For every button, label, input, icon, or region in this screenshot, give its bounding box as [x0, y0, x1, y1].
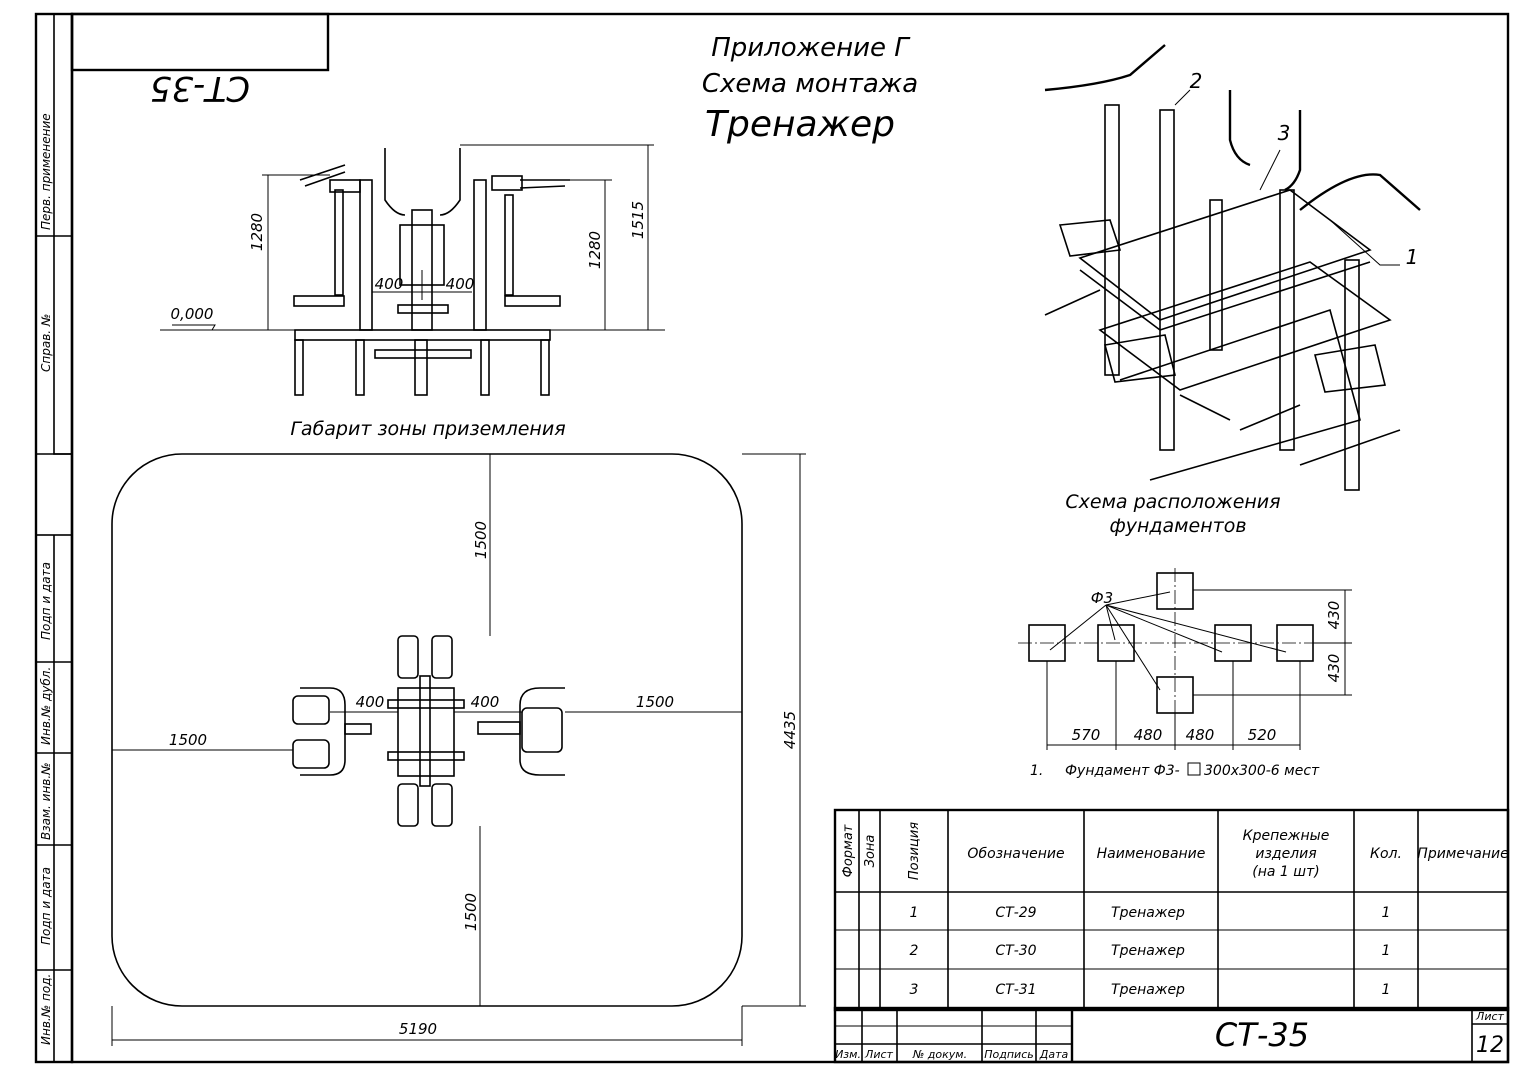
landing-dim-left: 1500	[169, 731, 207, 749]
table-row: 3 СТ-31 Тренажер 1	[910, 982, 1391, 998]
table-row: 2 СТ-30 Тренажер 1	[910, 943, 1391, 959]
foundation-note-b: 300х300-6 мест	[1204, 763, 1320, 779]
row-2-pos: 2	[910, 943, 919, 959]
elev-level-zero: 0,000	[171, 305, 214, 323]
sheet-frame	[34, 12, 1510, 1064]
stamp-col-doc: № докум.	[912, 1048, 967, 1061]
side-label-podp1: Подп и дата	[39, 562, 53, 640]
row-2-name: Тренажер	[1111, 943, 1185, 959]
table-row: 1 СТ-29 Тренажер 1	[910, 905, 1391, 921]
th-qty: Кол.	[1370, 846, 1402, 862]
th-zone: Зона	[863, 835, 878, 868]
stamp-col-date: Дата	[1039, 1048, 1069, 1061]
side-label-perv: Перв. применение	[39, 113, 53, 230]
row-1-pos: 1	[910, 905, 919, 921]
th-note: Примечание	[1417, 846, 1508, 862]
spec-table	[833, 808, 1510, 1012]
row-1-name: Тренажер	[1111, 905, 1185, 921]
stamp-col-sign: Подпись	[984, 1048, 1033, 1061]
iso-pos-1: 1	[1406, 245, 1419, 269]
foundation-dim-430a: 430	[1325, 601, 1343, 630]
th-fasteners-2: изделия	[1255, 846, 1316, 862]
landing-dim-400-left: 400	[356, 693, 385, 711]
iso-pos-3: 3	[1278, 121, 1291, 145]
side-label-podp2: Подп и дата	[39, 867, 53, 945]
foundation-dim-570: 570	[1072, 726, 1101, 744]
landing-dim-height: 4435	[781, 711, 799, 749]
foundation-block-3	[1156, 572, 1194, 610]
isometric-view	[1044, 44, 1421, 491]
elev-dim-1280-left: 1280	[248, 213, 266, 251]
row-3-designation: СТ-31	[995, 982, 1036, 998]
sheet-code-mirrored: СТ-35	[150, 68, 250, 108]
th-position: Позиция	[907, 822, 922, 880]
foundation-note-num: 1.	[1030, 763, 1043, 779]
row-1-designation: СТ-29	[995, 905, 1036, 921]
elev-dim-400-left: 400	[375, 275, 404, 293]
th-designation: Обозначение	[967, 846, 1064, 862]
title-stamp	[833, 1006, 1510, 1064]
side-label-vzam: Взам. инв.№	[39, 762, 53, 840]
side-label-sprav: Справ. №	[39, 314, 53, 372]
landing-dim-width: 5190	[399, 1020, 437, 1038]
foundation-dim-430b: 430	[1325, 654, 1343, 683]
foundation-dim-480a: 480	[1134, 726, 1163, 744]
foundation-title-2: фундаментов	[1109, 515, 1246, 537]
stamp-col-list: Лист	[864, 1048, 893, 1061]
iso-pos-2: 2	[1190, 69, 1203, 93]
foundation-dim-520: 520	[1248, 726, 1277, 744]
th-name: Наименование	[1097, 846, 1206, 862]
foundation-label: Ф3	[1091, 589, 1113, 607]
row-1-qty: 1	[1382, 905, 1391, 921]
row-3-pos: 3	[910, 982, 919, 998]
stamp-sheet-label: Лист	[1475, 1010, 1504, 1023]
row-3-qty: 1	[1382, 982, 1391, 998]
landing-dim-top: 1500	[472, 521, 490, 559]
foundation-note-a: Фундамент Ф3-	[1065, 763, 1180, 779]
th-fasteners-1: Крепежные	[1243, 828, 1330, 844]
foundation-title-1: Схема расположения	[1065, 491, 1280, 513]
equipment-title: Тренажер	[705, 104, 895, 145]
side-labels: Перв. применение Справ. № Подп и дата Ин…	[39, 113, 53, 1045]
appendix-title: Приложение Г	[711, 33, 911, 63]
row-2-designation: СТ-30	[995, 943, 1036, 959]
th-fasteners-3: (на 1 шт)	[1252, 864, 1319, 880]
row-3-name: Тренажер	[1111, 982, 1185, 998]
elev-dim-400-right: 400	[446, 275, 475, 293]
row-2-qty: 1	[1382, 943, 1391, 959]
landing-dim-right: 1500	[636, 693, 674, 711]
foundation-layout	[1018, 568, 1352, 776]
side-label-inv-dubl: Инв.№ дубл.	[39, 667, 53, 745]
stamp-code: СТ-35	[1215, 1016, 1309, 1054]
landing-zone	[111, 453, 806, 1046]
side-label-inv-pod: Инв.№ под.	[39, 974, 53, 1045]
elev-dim-1515: 1515	[629, 201, 647, 239]
landing-dim-400-right: 400	[471, 693, 500, 711]
th-format: Формат	[841, 824, 856, 877]
landing-zone-title: Габарит зоны приземления	[290, 418, 565, 440]
foundation-dim-480b: 480	[1186, 726, 1215, 744]
stamp-sheet-number: 12	[1476, 1033, 1504, 1058]
square-symbol	[1187, 762, 1201, 776]
elevation-view	[160, 144, 665, 396]
stamp-col-izm: Изм.	[835, 1048, 861, 1061]
elev-dim-1280-right: 1280	[586, 231, 604, 269]
scheme-title: Схема монтажа	[702, 69, 918, 99]
landing-dim-bottom: 1500	[462, 893, 480, 931]
